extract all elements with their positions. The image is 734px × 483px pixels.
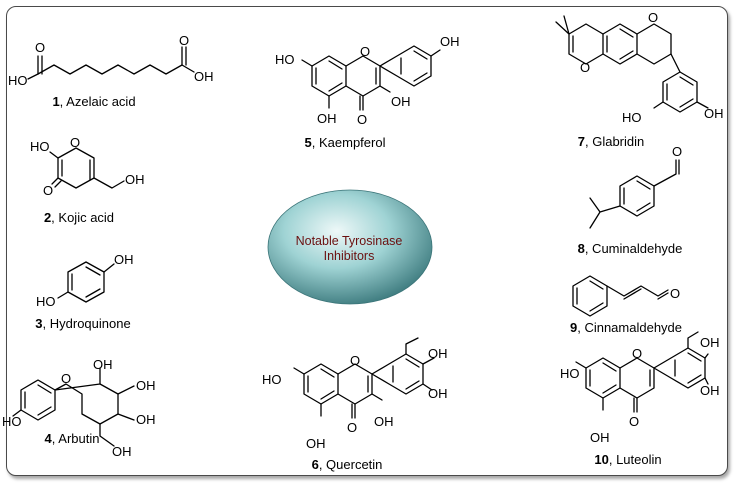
atom-label: OH xyxy=(125,172,145,187)
atom-label: OH xyxy=(428,386,448,401)
atom-label: O xyxy=(43,183,53,198)
caption-compound-3: 3, Hydroquinone xyxy=(35,316,131,331)
structure-kaempferol: O O HO OH OH OH xyxy=(275,34,460,127)
atom-label: O xyxy=(629,414,639,429)
caption-compound-9: 9, Cinnamaldehyde xyxy=(569,320,683,335)
center-ellipse xyxy=(267,189,433,305)
structure-cuminaldehyde: O xyxy=(589,144,682,229)
atom-label: O xyxy=(61,371,71,386)
atom-label: OH xyxy=(704,106,724,121)
atom-label: HO xyxy=(275,52,295,67)
atom-label: O xyxy=(350,353,360,368)
atom-label: HO xyxy=(2,414,22,429)
structure-quercetin: O O HO OH OH OH OH xyxy=(262,337,448,451)
structure-hydroquinone: OH HO xyxy=(36,252,134,309)
atom-label: O xyxy=(35,40,45,55)
atom-label: OH xyxy=(194,69,214,84)
structure-azelaic-acid: O O HO OH xyxy=(8,33,214,88)
atom-label: O xyxy=(632,346,642,361)
structure-glabridin: O O HO OH xyxy=(555,10,724,125)
atom-label: HO xyxy=(8,73,28,88)
caption-compound-4: 4, Arbutin xyxy=(44,431,100,446)
atom-label: HO xyxy=(30,139,50,154)
atom-label: OH xyxy=(700,335,720,350)
atom-label: HO xyxy=(262,372,282,387)
atom-label: OH xyxy=(317,111,337,126)
atom-label: OH xyxy=(590,430,610,445)
atom-label: OH xyxy=(391,94,411,109)
atom-label: OH xyxy=(136,378,156,393)
atom-label: OH xyxy=(440,34,460,49)
atom-label: OH xyxy=(93,357,113,372)
atom-label: O xyxy=(648,10,658,25)
atom-label: O xyxy=(672,144,682,159)
atom-label: OH xyxy=(700,383,720,398)
center-label-line2: Inhibitors xyxy=(323,249,375,263)
caption-compound-6: 6, Quercetin xyxy=(311,457,383,472)
caption-compound-7: 7, Glabridin xyxy=(577,134,645,149)
atom-label: HO xyxy=(560,366,580,381)
caption-compound-1: 1, Azelaic acid xyxy=(52,94,136,109)
caption-compound-8: 8, Cuminaldehyde xyxy=(577,241,683,256)
atom-label: O xyxy=(670,286,680,301)
atom-label: HO xyxy=(36,294,56,309)
atom-label: O xyxy=(70,135,80,150)
atom-label: O xyxy=(179,33,189,48)
center-label: Notable Tyrosinase Inhibitors xyxy=(274,234,424,264)
atom-label: O xyxy=(347,420,357,435)
caption-compound-2: 2, Kojic acid xyxy=(43,210,115,225)
structure-arbutin: O OH OH OH OH HO xyxy=(2,357,156,459)
structure-kojic-acid: O HO O OH xyxy=(30,135,145,198)
structure-cinnamaldehyde: O xyxy=(572,275,680,317)
atom-label: OH xyxy=(136,412,156,427)
structure-luteolin: O O HO OH OH OH xyxy=(560,331,720,445)
atom-label: HO xyxy=(622,110,642,125)
atom-label: OH xyxy=(306,436,326,451)
atom-label: OH xyxy=(374,414,394,429)
caption-compound-10: 10, Luteolin xyxy=(594,452,662,467)
atom-label: O xyxy=(360,44,370,59)
caption-compound-5: 5, Kaempferol xyxy=(304,135,386,150)
atom-label: OH xyxy=(114,252,134,267)
atom-label: OH xyxy=(112,444,132,459)
center-label-line1: Notable Tyrosinase xyxy=(295,234,403,248)
atom-label: O xyxy=(580,60,590,75)
atom-label: OH xyxy=(428,346,448,361)
atom-label: O xyxy=(357,112,367,127)
